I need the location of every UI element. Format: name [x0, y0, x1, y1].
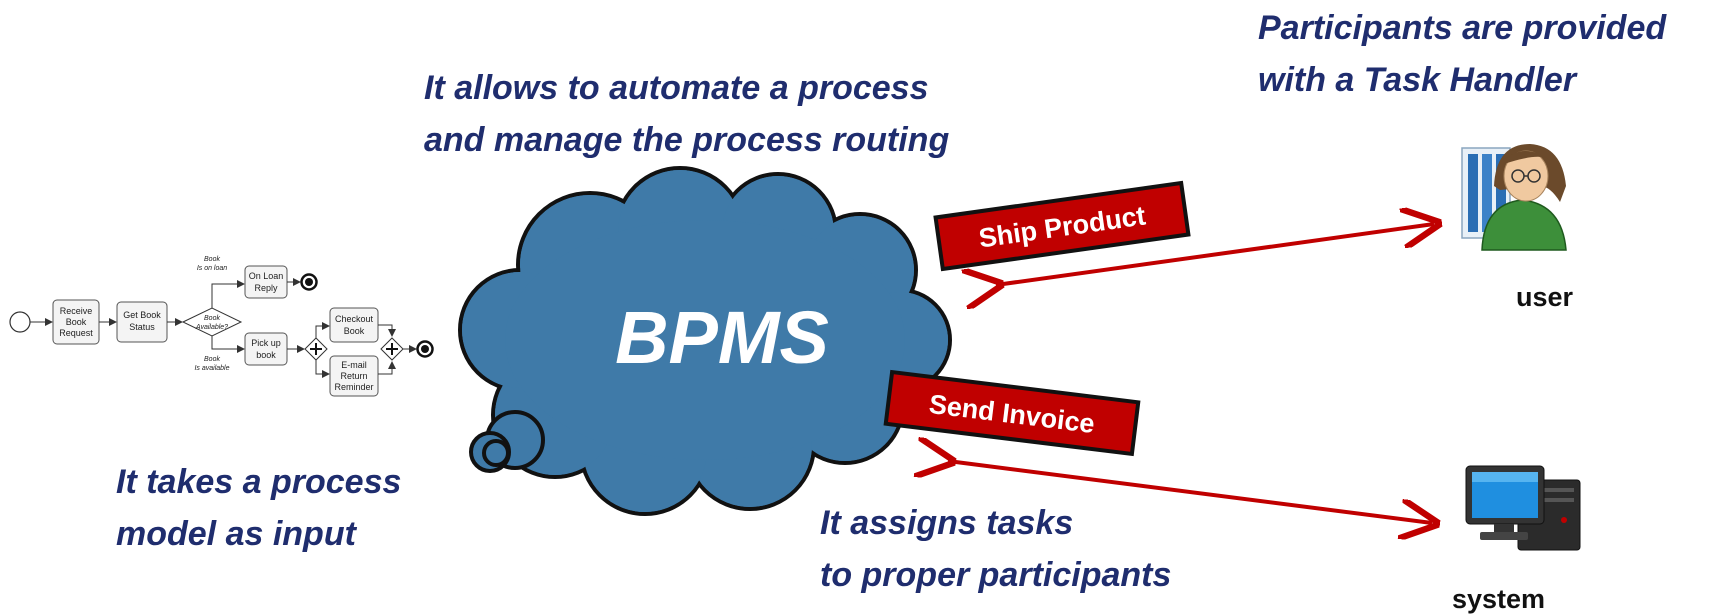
- arrow-system-cloud: [948, 461, 1432, 523]
- bpms-label: BPMS: [615, 296, 829, 379]
- system-label: system: [1452, 584, 1546, 614]
- caption-assigns: It assigns tasks to proper participants: [820, 504, 1172, 594]
- caption-automate: It allows to automate a process and mana…: [424, 69, 950, 159]
- parallel-split-gateway: [304, 337, 328, 361]
- bpms-cloud: BPMS: [458, 166, 952, 516]
- start-event: [9, 311, 31, 333]
- task-send-invoice: Send Invoice: [883, 369, 1141, 457]
- end-event-on-loan: [300, 273, 318, 291]
- user-icon: [1461, 144, 1567, 251]
- caption-input: It takes a process model as input: [116, 463, 402, 553]
- task-ship-product: Ship Product: [933, 180, 1191, 272]
- arrow-user-cloud: [996, 224, 1434, 285]
- caption-participants: Participants are provided with a Task Ha…: [1258, 9, 1667, 99]
- end-event-available: [416, 340, 434, 358]
- parallel-join-gateway: [380, 337, 404, 361]
- user-label: user: [1516, 282, 1574, 312]
- cloud-puff-small: [482, 439, 510, 467]
- computer-icon: [1465, 465, 1581, 551]
